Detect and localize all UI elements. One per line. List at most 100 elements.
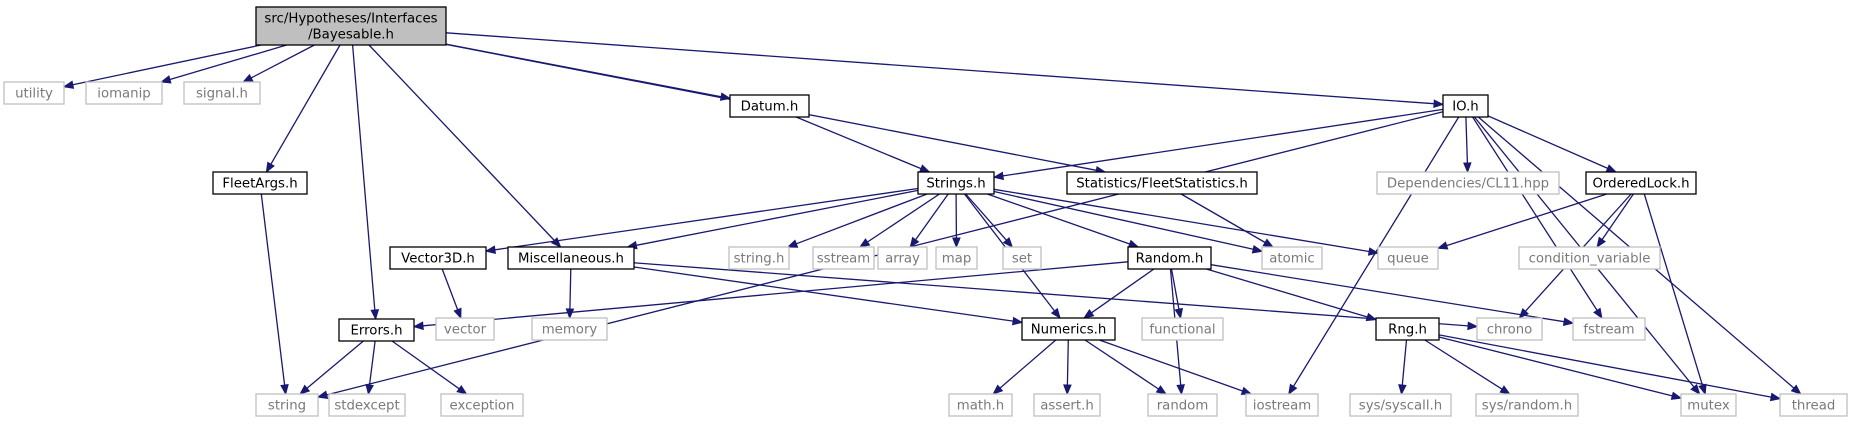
node-iomanip[interactable]: iomanip [85,81,163,105]
edge-line [1002,108,1444,177]
node-label: OrderedLock.h [1592,177,1689,192]
edge-root-to-errors [351,44,380,321]
node-random_h[interactable]: Random.h [1127,246,1212,270]
edge-arrowhead [565,308,575,320]
node-box [1349,393,1452,417]
edge-arrowhead [1769,392,1782,402]
edge-arrowhead [909,236,920,249]
edge-arrowhead [1002,237,1014,249]
edge-fleetargs-to-string [260,193,289,396]
node-chrono[interactable]: chrono [1476,317,1543,341]
edge-line [1206,268,1368,318]
edge-errors-to-string [299,340,364,395]
graph-edges [62,32,1802,402]
node-mutex[interactable]: mutex [1680,393,1737,417]
edge-arrowhead [484,245,496,254]
edge-line [636,189,919,246]
node-queue[interactable]: queue [1377,246,1439,270]
node-signal[interactable]: signal.h [183,81,261,105]
node-vector[interactable]: vector [435,317,495,341]
node-io[interactable]: IO.h [1442,94,1489,118]
node-thread[interactable]: thread [1779,393,1848,417]
edge-random_h-to-fstream [1210,264,1575,326]
edge-arrowhead [1251,244,1264,254]
node-box [3,81,65,105]
node-label: src/Hypotheses/Interfaces [264,12,437,27]
node-box [1147,393,1218,417]
node-fstream[interactable]: fstream [1572,317,1646,341]
node-orderedlock[interactable]: OrderedLock.h [1585,171,1697,195]
node-box [1377,246,1439,270]
node-label: Vector3D.h [401,252,475,267]
node-syscall[interactable]: sys/syscall.h [1349,393,1452,417]
node-condvar[interactable]: condition_variable [1518,246,1661,270]
node-string[interactable]: string [255,393,319,417]
node-fleetargs[interactable]: FleetArgs.h [212,171,308,195]
node-set[interactable]: set [1002,246,1042,270]
node-box [1021,317,1116,341]
node-cl11[interactable]: Dependencies/CL11.hpp [1376,171,1560,195]
node-label: memory [542,323,598,338]
edge-line [1487,115,1608,169]
node-datum[interactable]: Datum.h [729,94,810,118]
node-box [507,246,635,270]
node-rng[interactable]: Rng.h [1375,317,1440,341]
node-root[interactable]: src/Hypotheses/Interfaces/Bayesable.h [255,6,447,46]
edge-arrowhead [1367,247,1380,256]
node-label: string.h [734,252,785,267]
node-vector3d[interactable]: Vector3D.h [389,246,487,270]
node-array[interactable]: array [877,246,928,270]
node-label: vector [444,323,487,338]
node-box [1680,393,1737,417]
node-label: iostream [1253,399,1311,414]
edge-line [494,187,919,251]
node-box [1127,246,1212,270]
node-assert[interactable]: assert.h [1033,393,1101,417]
node-box [1518,246,1661,270]
node-sstream[interactable]: sstream [812,246,875,270]
node-box [531,317,608,341]
edge-random_h-to-numerics [1082,268,1155,319]
edge-orderedlock-to-queue [1436,193,1607,250]
edge-arrowhead [1467,321,1479,331]
edge-line [306,340,364,389]
edge-arrowhead [1155,385,1168,395]
node-box [328,393,406,417]
edge-arrowhead [1670,391,1683,400]
edge-arrowhead [1012,316,1024,326]
node-stdexcept[interactable]: stdexcept [328,393,406,417]
edge-arrowhead [370,309,380,321]
node-box [1141,317,1224,341]
node-label: Strings.h [926,177,985,192]
node-memory[interactable]: memory [531,317,608,341]
edge-line [993,190,1254,250]
node-misc[interactable]: Miscellaneous.h [507,246,635,270]
node-errors[interactable]: Errors.h [338,318,415,342]
node-box [1033,393,1101,417]
edge-random_h-to-errors [412,261,1129,331]
node-sysrandom[interactable]: sys/random.h [1475,393,1579,417]
node-numerics[interactable]: Numerics.h [1021,317,1116,341]
node-fleetstats[interactable]: Statistics/FleetStatistics.h [1066,171,1258,195]
edge-random_h-to-functional [1170,268,1184,320]
node-random[interactable]: random [1147,393,1218,417]
node-map[interactable]: map [935,246,978,270]
node-iostream[interactable]: iostream [1245,393,1319,417]
edge-io-to-fstream [1472,116,1603,320]
edge-line [1472,116,1598,311]
edge-line [391,340,460,390]
node-functional[interactable]: functional [1141,317,1224,341]
node-box [1002,246,1042,270]
node-utility[interactable]: utility [3,81,65,105]
node-label: math.h [957,399,1004,414]
edge-arrowhead [918,164,931,173]
edge-line [1438,334,1772,398]
node-exception[interactable]: exception [440,393,524,417]
node-stringh[interactable]: string.h [728,246,790,270]
edge-line [1091,268,1155,314]
edge-arrowhead [1063,384,1072,396]
node-strings[interactable]: Strings.h [917,171,995,195]
edge-arrowhead [1499,385,1511,395]
node-math[interactable]: math.h [948,393,1013,417]
node-atomic[interactable]: atomic [1261,246,1323,270]
